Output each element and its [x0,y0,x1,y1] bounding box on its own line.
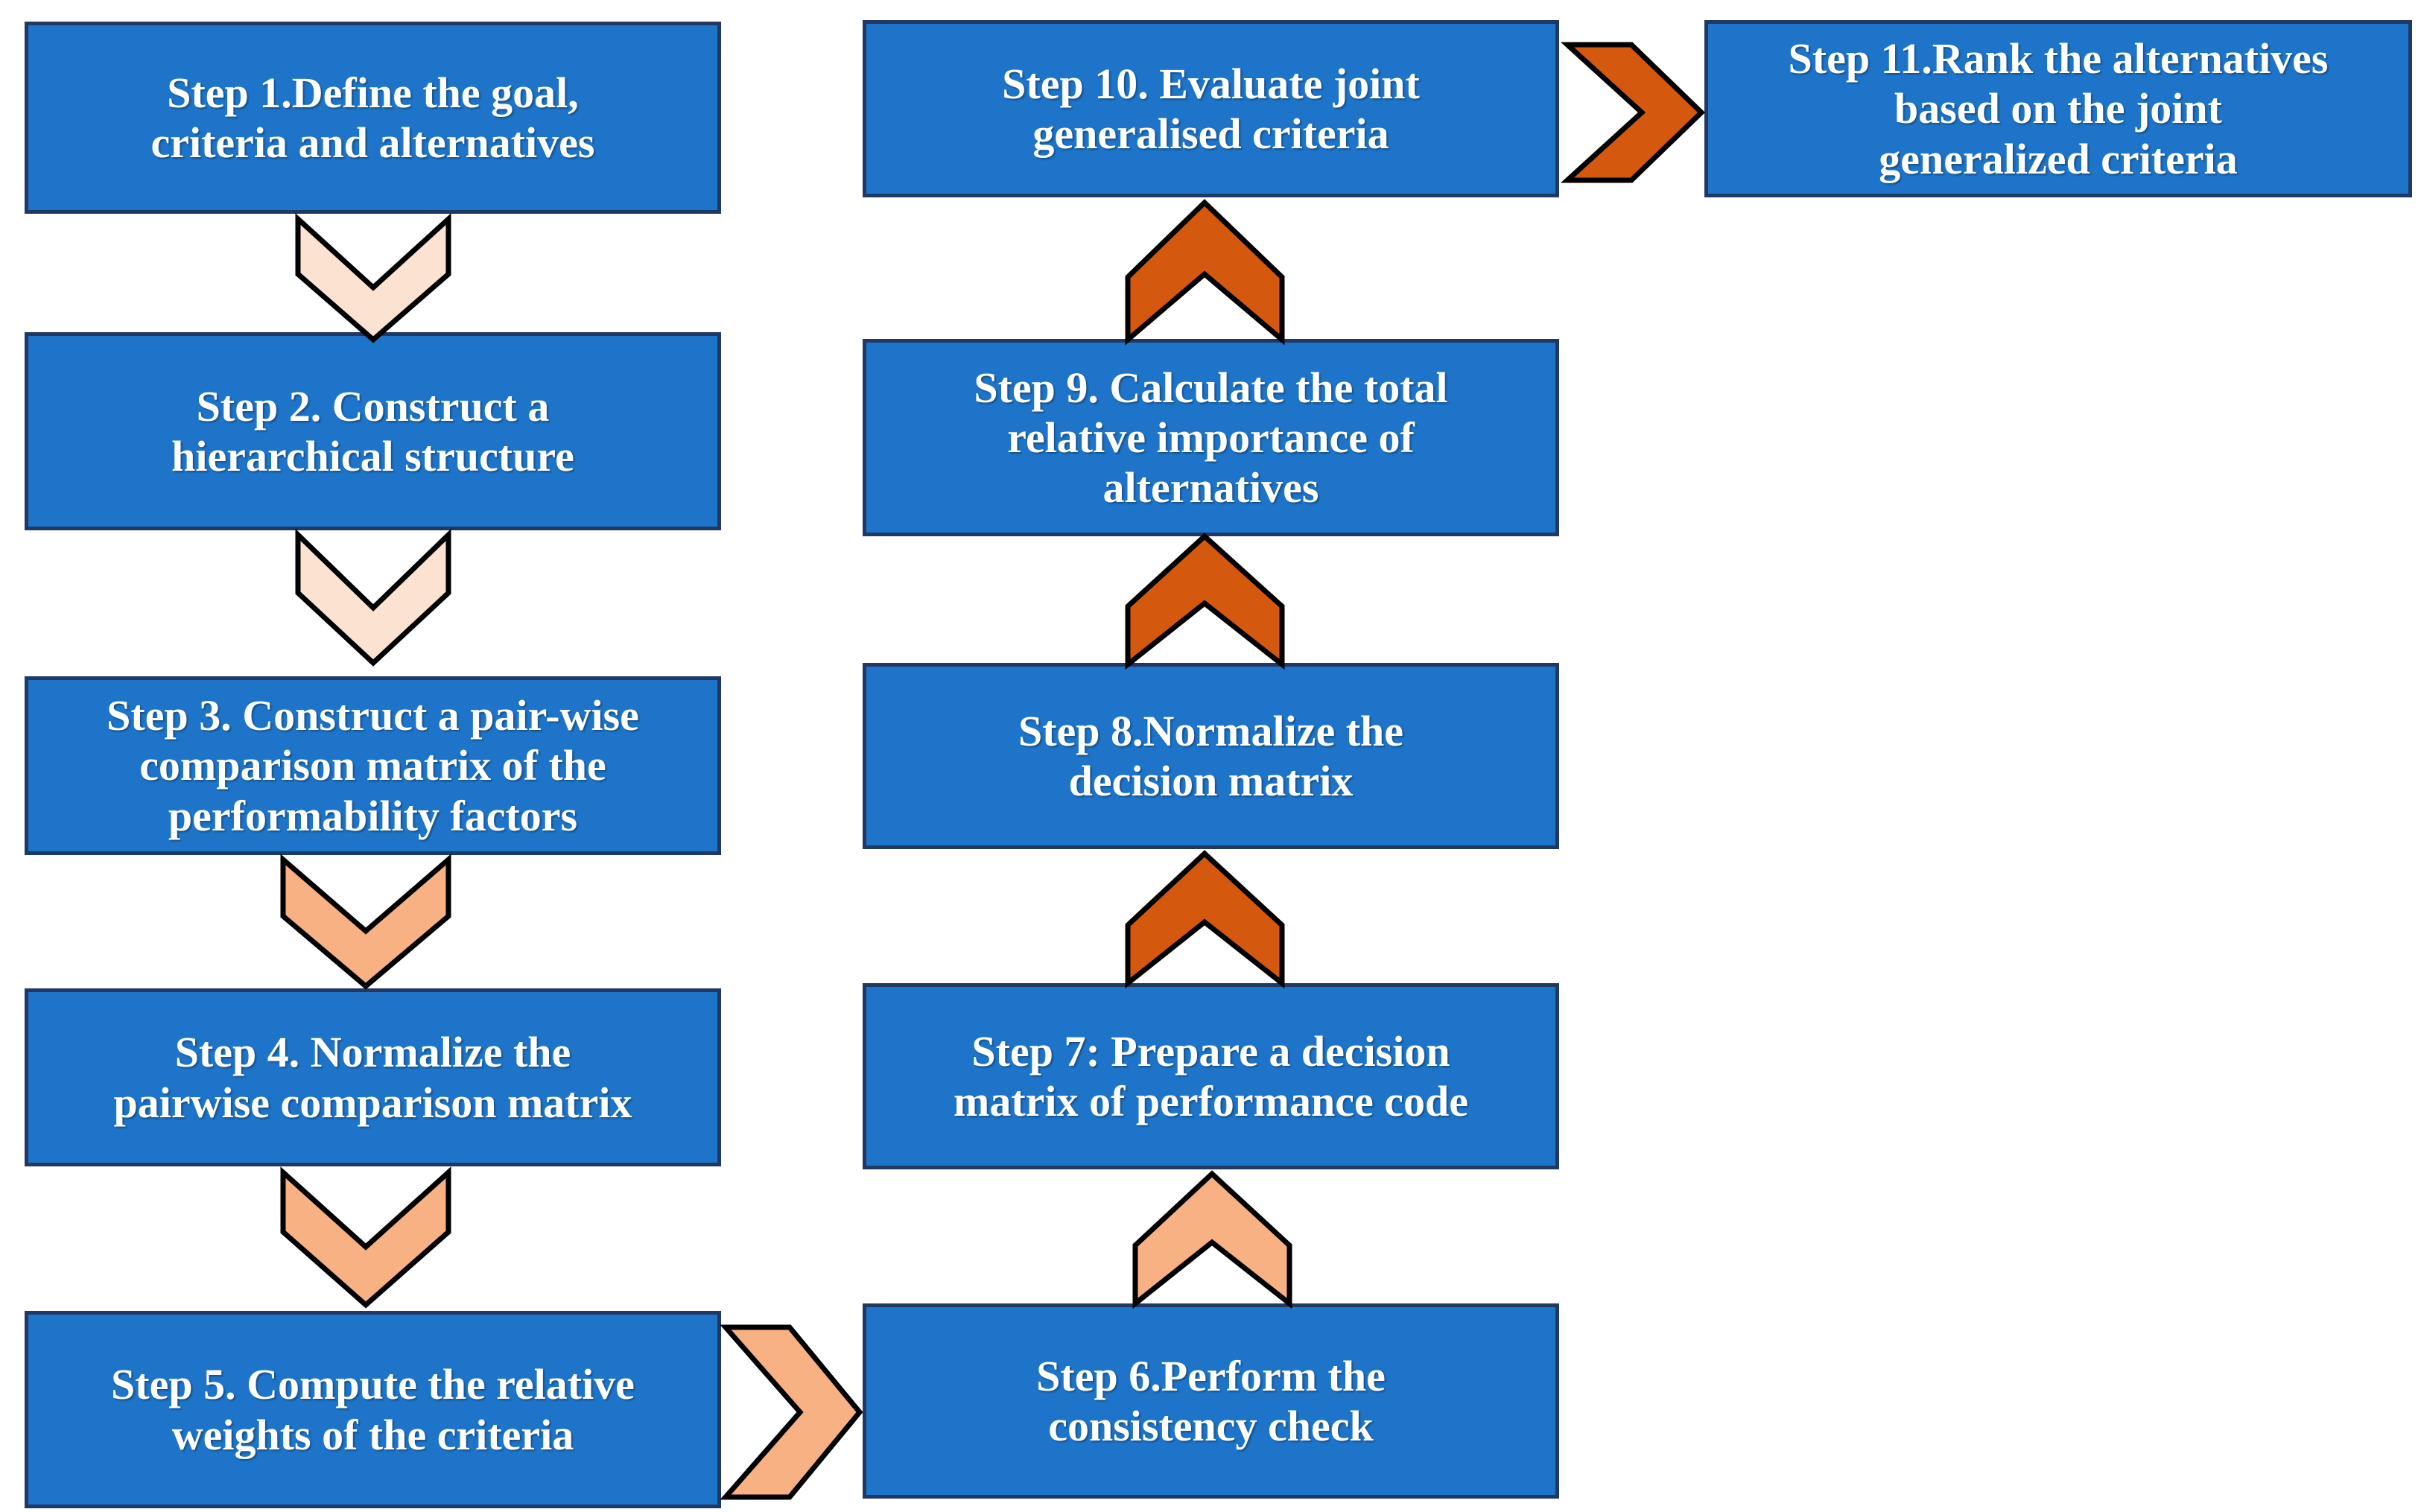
chevron-right-icon [1560,42,1706,183]
chevron-up-icon [1132,1170,1292,1309]
step-box-4[interactable]: Step 4. Normalize the pairwise compariso… [25,988,721,1166]
chevron-down-icon [295,528,451,667]
chevron-down-icon [280,854,451,990]
step-5-label: Step 5. Compute the relative weights of … [111,1360,635,1459]
chevron-down-icon [295,213,451,343]
step-8-label: Step 8.Normalize the decision matrix [1018,706,1404,805]
step-box-1[interactable]: Step 1.Define the goal, criteria and alt… [25,22,721,214]
arrow-step9-to-step10 [1125,199,1285,346]
arrow-step5-to-step6 [720,1324,863,1500]
step-1-label: Step 1.Define the goal, criteria and alt… [150,68,595,167]
arrow-step8-to-step9 [1125,533,1285,670]
step-box-3[interactable]: Step 3. Construct a pair-wise comparison… [25,676,721,855]
chevron-down-icon [280,1166,451,1309]
step-box-6[interactable]: Step 6.Perform the consistency check [863,1303,1559,1499]
chevron-up-icon [1125,533,1285,670]
step-box-9[interactable]: Step 9. Calculate the total relative imp… [863,339,1559,536]
arrow-step1-to-step2 [295,213,451,343]
step-box-10[interactable]: Step 10. Evaluate joint generalised crit… [863,20,1559,197]
arrow-step6-to-step7 [1132,1170,1292,1309]
step-7-label: Step 7: Prepare a decision matrix of per… [954,1026,1468,1125]
arrow-step4-to-step5 [280,1166,451,1309]
step-9-label: Step 9. Calculate the total relative imp… [974,363,1448,512]
chevron-up-icon [1125,199,1285,346]
step-4-label: Step 4. Normalize the pairwise compariso… [113,1028,632,1127]
step-6-label: Step 6.Perform the consistency check [1036,1351,1386,1450]
arrow-step10-to-step11 [1560,42,1706,183]
arrow-step2-to-step3 [295,528,451,667]
step-box-5[interactable]: Step 5. Compute the relative weights of … [25,1311,721,1508]
step-10-label: Step 10. Evaluate joint generalised crit… [1002,59,1420,158]
step-11-label: Step 11.Rank the alternatives based on t… [1788,34,2329,183]
step-2-label: Step 2. Construct a hierarchical structu… [171,381,574,480]
step-box-7[interactable]: Step 7: Prepare a decision matrix of per… [863,983,1559,1169]
step-3-label: Step 3. Construct a pair-wise comparison… [107,691,639,840]
step-box-11[interactable]: Step 11.Rank the alternatives based on t… [1704,20,2412,197]
step-box-8[interactable]: Step 8.Normalize the decision matrix [863,663,1559,849]
arrow-step3-to-step4 [280,854,451,990]
chevron-right-icon [720,1324,863,1500]
arrow-step7-to-step8 [1125,850,1285,989]
step-box-2[interactable]: Step 2. Construct a hierarchical structu… [25,332,721,530]
chevron-up-icon [1125,850,1285,989]
